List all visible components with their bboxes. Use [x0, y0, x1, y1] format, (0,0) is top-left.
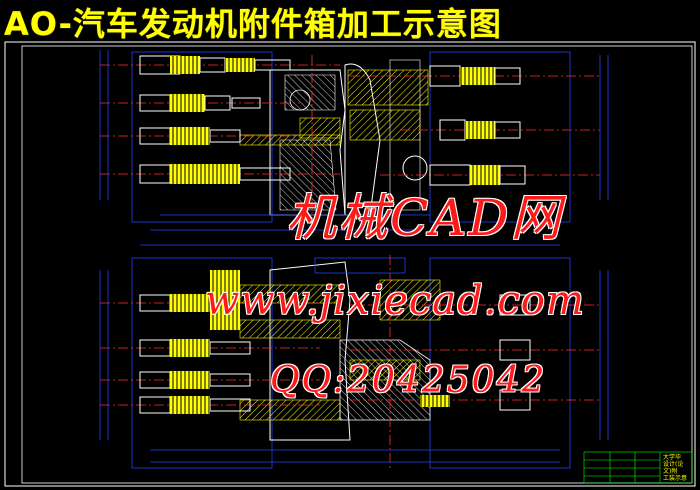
- tb-line-3: 文)附: [663, 467, 677, 475]
- left-tools: [139, 55, 291, 414]
- title-block: [583, 451, 693, 484]
- title-block-text: 大学毕 设计(论 文)附 工装示意: [663, 453, 687, 482]
- watermark-site-name: 机械CAD网: [286, 189, 563, 247]
- watermark-url: www.jixiecad.com: [205, 278, 585, 324]
- tb-line-2: 设计(论: [663, 460, 683, 468]
- machine-outline-right: [429, 51, 571, 223]
- outer-frame: [4, 41, 696, 487]
- drawing-title: AO-汽车发动机附件箱加工示意图: [4, 5, 502, 43]
- machine-outline-left-lower: [131, 257, 273, 469]
- inner-frame: [21, 45, 693, 484]
- right-tools: [420, 65, 531, 411]
- tb-line-4: 工装示意: [663, 474, 687, 482]
- workpiece-lower: [239, 257, 441, 441]
- tb-line-1: 大学毕: [663, 453, 681, 461]
- dimension-lines: [99, 50, 609, 463]
- watermark-qq: QQ:20425042: [270, 360, 547, 401]
